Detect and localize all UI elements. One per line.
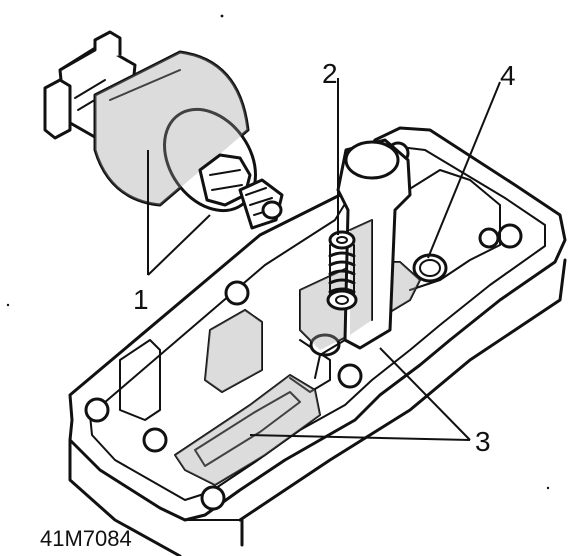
callout-label-3: 3 [475,426,491,457]
callout-label-4: 4 [500,60,516,91]
solenoid-assembly [43,30,284,230]
fluid-passages [119,169,501,486]
leader-lines [147,78,501,441]
callout-label-1: 1 [133,284,149,315]
valve-spring [326,230,358,311]
callout-label-2: 2 [322,58,338,89]
figure-code: 41M7084 [40,526,132,551]
scan-specks [6,14,550,490]
